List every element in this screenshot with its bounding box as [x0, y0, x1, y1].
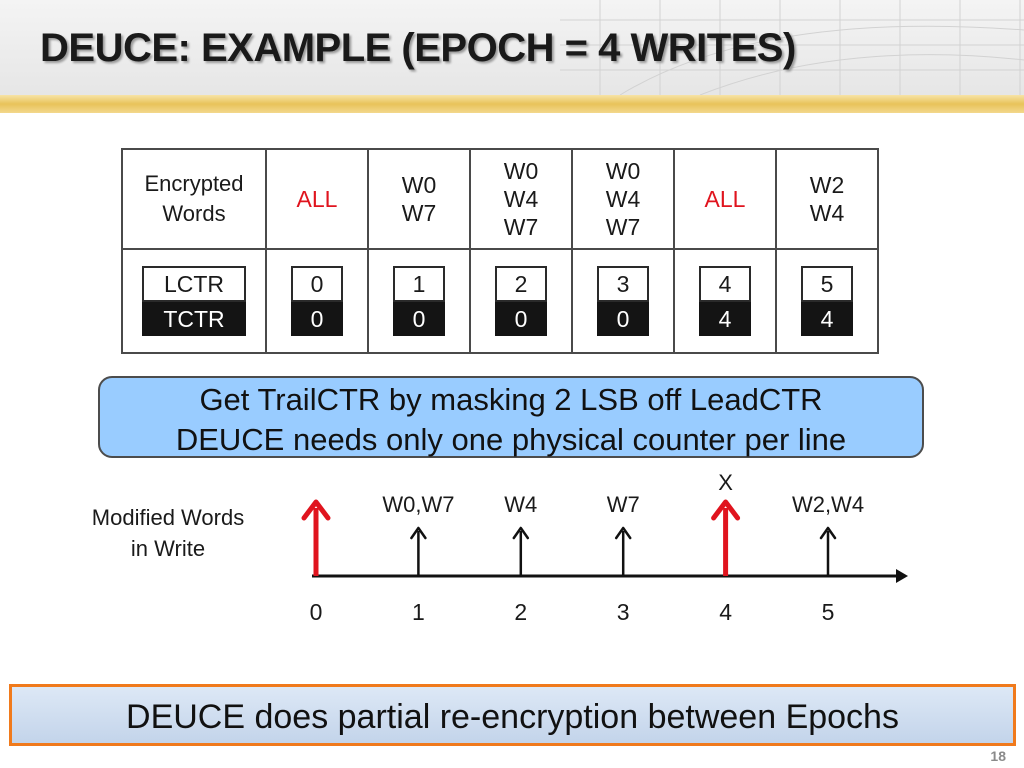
counter-pair: 3 0	[597, 266, 649, 336]
counter-cell-2: 2 0	[469, 250, 573, 354]
write-arrow-head	[410, 526, 427, 540]
encrypted-word: W4	[605, 186, 641, 212]
epoch-mark-text: X	[718, 470, 733, 495]
encrypted-word: W0	[605, 158, 641, 184]
page-number: 18	[990, 748, 1006, 764]
tctr-value: 0	[393, 302, 445, 336]
encrypted-cell-5: W2 W4	[775, 148, 879, 250]
counter-labels-cell: LCTR TCTR	[121, 250, 267, 354]
header-accent-bar	[0, 95, 1024, 113]
lctr-value: 2	[495, 266, 547, 302]
counter-pair: 1 0	[393, 266, 445, 336]
epoch-summary-banner: DEUCE does partial re-encryption between…	[9, 684, 1016, 746]
lctr-value: 3	[597, 266, 649, 302]
tctr-value: 4	[699, 302, 751, 336]
lctr-value: 0	[291, 266, 343, 302]
write-arrow-head	[512, 526, 530, 540]
lctr-value: 5	[801, 266, 853, 302]
timeline-tick-label: 5	[822, 599, 835, 625]
modified-words-text: W7	[607, 492, 640, 517]
modified-words-text: W4	[504, 492, 537, 517]
timeline-tick-label: 4	[719, 599, 732, 625]
callout-line-1: Get TrailCTR by masking 2 LSB off LeadCT…	[199, 382, 823, 417]
timeline-tick-label: 3	[617, 599, 630, 625]
timeline-tick-label: 2	[514, 599, 527, 625]
epoch-arrow-head	[301, 499, 331, 521]
counter-cell-3: 3 0	[571, 250, 675, 354]
tctr-value: 0	[495, 302, 547, 336]
timeline-events: 0 1 W0,W7 2 W4 3 W7 4 X 5 W2,W4	[301, 470, 864, 625]
counters-row: LCTR TCTR 0 0 1 0 2 0 3 0 4 4 5 4	[121, 250, 880, 354]
tctr-label: TCTR	[142, 302, 246, 336]
counter-cell-0: 0 0	[265, 250, 369, 354]
encrypted-word: W0	[503, 158, 539, 184]
encrypted-words-label: Encrypted Words	[121, 148, 267, 250]
counter-pair: 4 4	[699, 266, 751, 336]
modified-words-label: Modified Words in Write	[68, 502, 268, 564]
encrypted-word: W2	[809, 172, 845, 198]
timeline-tick-label: 1	[412, 599, 425, 625]
encrypted-words-row: Encrypted Words ALL W0 W7 W0 W4 W7 W0 W4…	[121, 148, 880, 250]
timeline-axis-arrowhead	[896, 569, 908, 583]
counter-pair: 2 0	[495, 266, 547, 336]
modified-words-label-line2: in Write	[130, 536, 206, 561]
encrypted-word: W7	[503, 214, 539, 240]
modified-words-text: W0,W7	[382, 492, 454, 517]
counter-cell-4: 4 4	[673, 250, 777, 354]
epoch-arrow-head	[711, 499, 741, 521]
write-arrow-head	[614, 526, 632, 540]
trailctr-callout: Get TrailCTR by masking 2 LSB off LeadCT…	[98, 376, 924, 458]
counter-pair: 5 4	[801, 266, 853, 336]
lctr-value: 1	[393, 266, 445, 302]
lctr-value: 4	[699, 266, 751, 302]
counter-cell-5: 5 4	[775, 250, 879, 354]
lctr-label: LCTR	[142, 266, 246, 302]
slide-header: DEUCE: EXAMPLE (EPOCH = 4 WRITES)	[0, 0, 1024, 95]
encrypted-word: W4	[503, 186, 539, 212]
header-grid-pattern	[560, 0, 1024, 95]
encrypted-word: ALL	[296, 186, 338, 212]
encrypted-word: ALL	[704, 186, 746, 212]
modified-words-text: W2,W4	[792, 492, 864, 517]
encrypted-label-line2: Words	[162, 201, 226, 226]
timeline-tick-label: 0	[310, 599, 323, 625]
write-arrow-head	[819, 526, 837, 540]
tctr-value: 0	[597, 302, 649, 336]
counter-label-pair: LCTR TCTR	[142, 266, 246, 336]
encrypted-word: W4	[809, 200, 845, 226]
encrypted-word: W0	[401, 172, 437, 198]
encrypted-word: W7	[605, 214, 641, 240]
counter-pair: 0 0	[291, 266, 343, 336]
encrypted-label-line1: Encrypted	[144, 171, 244, 196]
tctr-value: 4	[801, 302, 853, 336]
encrypted-word: W7	[401, 200, 437, 226]
callout-line-2: DEUCE needs only one physical counter pe…	[175, 422, 847, 457]
modified-words-label-line1: Modified Words	[91, 505, 245, 530]
tctr-value: 0	[291, 302, 343, 336]
slide-title: DEUCE: EXAMPLE (EPOCH = 4 WRITES)	[40, 26, 796, 70]
write-timeline: 0 1 W0,W7 2 W4 3 W7 4 X 5 W2,W4	[301, 470, 908, 625]
